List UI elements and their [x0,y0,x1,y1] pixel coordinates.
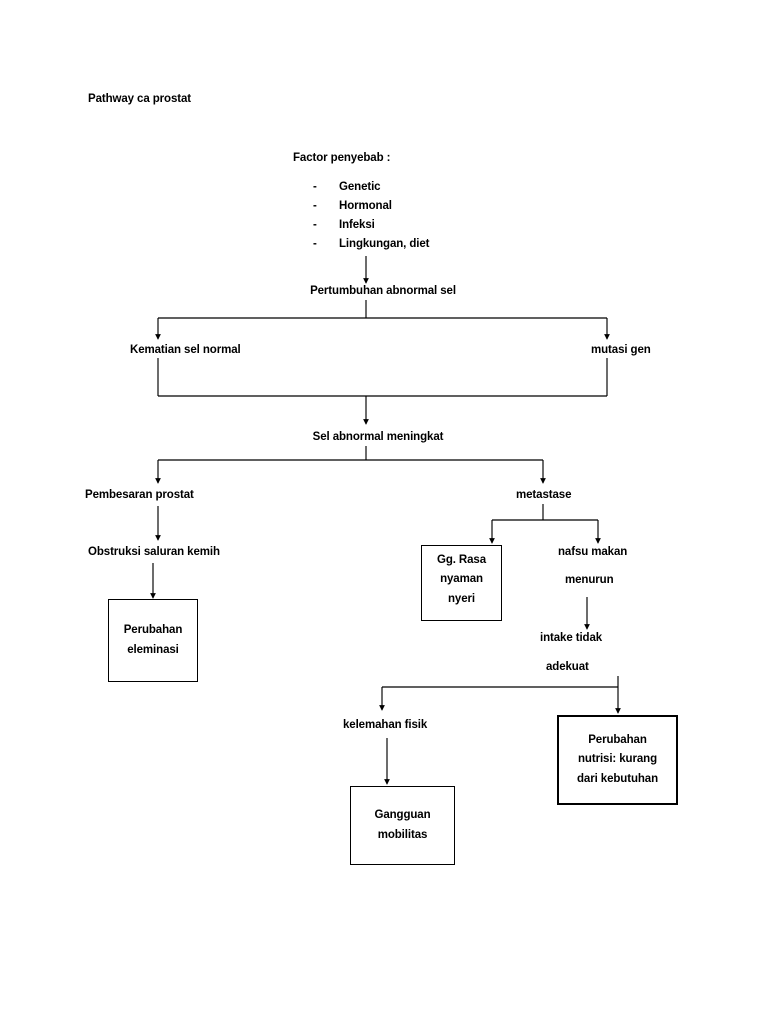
node-mutasi-gen: mutasi gen [591,344,651,356]
box-line: Perubahan [123,624,183,637]
node-nafsu-makan: nafsu makan [558,546,628,558]
node-metastase: metastase [516,489,572,501]
box-gg-rasa-nyaman-nyeri: Gg. Rasa nyaman nyeri [421,545,502,621]
box-line: nutrisi: kurang [577,753,657,766]
node-pembesaran-prostat: Pembesaran prostat [85,489,194,501]
node-sel-abnormal-meningkat: Sel abnormal meningkat [312,431,444,443]
bullet-dash: - [313,200,317,212]
list-item-label: Genetic [339,181,381,193]
node-menurun: menurun [565,574,614,586]
list-item: - Genetic [313,181,429,200]
factors-heading: Factor penyebab : [293,152,391,164]
bullet-dash: - [313,238,317,250]
box-line: dari kebutuhan [576,772,659,785]
box-line: Gg. Rasa [436,554,487,567]
list-item-label: Lingkungan, diet [339,238,430,250]
bullet-dash: - [313,181,317,193]
box-line: eleminasi [127,643,179,656]
node-pertumbuhan-abnormal-sel: Pertumbuhan abnormal sel [310,285,456,297]
list-item: - Infeksi [313,219,429,238]
box-perubahan-nutrisi: Perubahan nutrisi: kurang dari kebutuhan [557,715,678,805]
node-adekuat: adekuat [546,661,589,673]
node-intake-tidak: intake tidak [540,632,603,644]
box-line: Gangguan [374,809,431,822]
box-line: Perubahan [588,734,647,747]
node-kematian-sel-normal: Kematian sel normal [130,344,241,356]
node-kelemahan-fisik: kelemahan fisik [343,719,428,731]
page-title: Pathway ca prostat [88,93,192,105]
bullet-dash: - [313,219,317,231]
box-perubahan-eleminasi: Perubahan eleminasi [108,599,198,682]
box-line: nyaman [440,573,483,586]
list-item: - Hormonal [313,200,429,219]
list-item-label: Hormonal [339,200,392,212]
list-item: - Lingkungan, diet [313,238,430,257]
node-obstruksi-saluran-kemih: Obstruksi saluran kemih [88,546,220,558]
box-gangguan-mobilitas: Gangguan mobilitas [350,786,455,865]
box-line: nyeri [448,592,475,605]
list-item-label: Infeksi [339,219,375,231]
factors-list: - Genetic - Hormonal - Infeksi - Lingkun… [313,181,430,257]
box-line: mobilitas [377,828,428,841]
